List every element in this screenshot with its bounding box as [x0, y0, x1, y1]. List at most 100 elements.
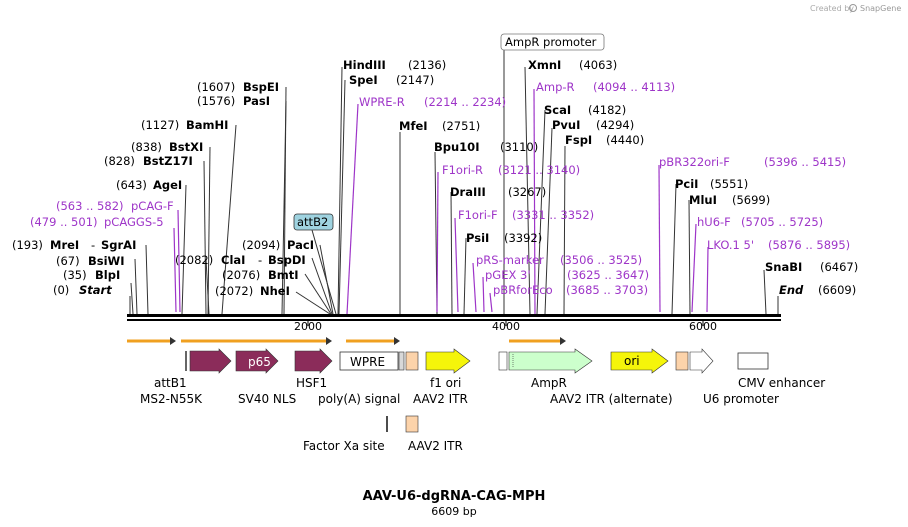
site-pos: (2082): [175, 253, 213, 267]
hsf1-arrow: [294, 348, 333, 374]
primer-pgex-3: pGEX 3': [485, 268, 531, 282]
p65-label: p65: [248, 355, 271, 369]
ampr-label: AmpR: [531, 376, 567, 390]
primer-range: (3625 .. 3647): [567, 268, 649, 282]
site-pos: (2094): [242, 238, 280, 252]
enzyme-spei: SpeI: [349, 73, 378, 87]
primer-f1ori-r: F1ori-R: [442, 163, 483, 177]
ruler-tick-4000: 4000: [492, 320, 520, 333]
enzyme-psii: PsiI: [466, 231, 489, 245]
ruler-tick-2000: 2000: [294, 320, 322, 333]
ampr-promoter-label: AmpR promoter: [505, 35, 597, 49]
site-pos: (6609): [818, 283, 856, 297]
site-pos: (35): [63, 268, 87, 282]
aav2-itr-alt-box: [675, 351, 689, 371]
ampr-promoter-box: [500, 33, 605, 51]
attb2-label: attB2: [297, 215, 328, 229]
left-enzyme-labels: (1607) BspEI (1576) PasI (1127) BamHI (8…: [12, 80, 314, 298]
enzyme-pcii: PciI: [675, 177, 698, 191]
left-primer-labels: (563 .. 582) pCAG-F (479 .. 501) pCAGGS-…: [30, 199, 174, 229]
right-enzyme-labels: HindIII (2136) SpeI (2147) MfeI (2751) B…: [343, 58, 858, 297]
enzyme-bstxi: BstXI: [169, 140, 203, 154]
site-pos: (4294): [596, 118, 634, 132]
site-pos: (4063): [579, 58, 617, 72]
primer-amp-r: Amp-R: [536, 80, 575, 94]
end-label: End: [779, 283, 804, 297]
ampr-promoter-box-feature: [498, 351, 508, 371]
site-pos: (5551): [710, 177, 748, 191]
primer-wpre-r: WPRE-R: [359, 95, 405, 109]
site-pos: (0): [53, 283, 69, 297]
primer-range: (3506 .. 3525): [560, 253, 642, 267]
primer-range: (563 .. 582): [56, 199, 124, 213]
site-pos: (3110): [500, 140, 538, 154]
sequence-backbone: [127, 314, 781, 326]
primer-range: (5876 .. 5895): [768, 238, 850, 252]
site-pos: (1576): [197, 94, 235, 108]
site-pos: (1127): [141, 118, 179, 132]
separator: -: [91, 238, 95, 252]
enzyme-bspei: BspEI: [243, 80, 279, 94]
enzyme-bmti: BmtI: [268, 268, 299, 282]
site-pos: (838): [131, 140, 162, 154]
primer-hu6-f: hU6-F: [697, 215, 731, 229]
ms2-n55k-label: MS2-N55K: [140, 392, 203, 406]
f1-ori-label: f1 ori: [430, 376, 461, 390]
primer-range: (479 .. 501): [30, 215, 98, 229]
aav2-itr-label: AAV2 ITR: [413, 392, 468, 406]
ruler-tick-6000: 6000: [689, 320, 717, 333]
created-by-text: Created by: [810, 4, 854, 13]
site-pos: (193): [12, 238, 43, 252]
ori-arrow: [610, 348, 669, 374]
primer-pbrforeco: pBRforEco: [493, 283, 553, 297]
attb2-box: [293, 213, 334, 231]
enzyme-pasi: PasI: [243, 94, 270, 108]
enzyme-fspi: FspI: [565, 133, 592, 147]
separator: -: [258, 253, 262, 267]
enzyme-hindiii: HindIII: [343, 58, 386, 72]
ms2-n55k-arrow: [189, 348, 232, 374]
site-pos: (4440): [606, 133, 644, 147]
plasmid-length: 6609 bp: [431, 505, 476, 518]
cmv-enhancer-box: [737, 352, 769, 370]
wpre-label: WPRE: [350, 355, 385, 369]
site-connector-lines: [129, 50, 779, 315]
polya-signal-label: poly(A) signal: [318, 392, 400, 406]
site-pos: (2136): [408, 58, 446, 72]
site-pos: (3267): [508, 185, 546, 199]
primer-prs-marker: pRS-marker: [476, 253, 544, 267]
site-pos: (2147): [396, 73, 434, 87]
hsf1-label: HSF1: [296, 376, 327, 390]
enzyme-nhei: NheI: [260, 284, 290, 298]
primer-f1ori-f: F1ori-F: [458, 208, 498, 222]
enzyme-blpi: BlpI: [95, 268, 120, 282]
enzyme-agei: AgeI: [153, 178, 182, 192]
enzyme-mfei: MfeI: [399, 119, 428, 133]
site-pos: (6467): [820, 260, 858, 274]
enzyme-paci: PacI: [287, 238, 314, 252]
site-pos: (2072): [215, 284, 253, 298]
primer-range: (2214 .. 2234): [424, 95, 506, 109]
right-primer-labels: WPRE-R (2214 .. 2234) Amp-R (4094 .. 411…: [359, 80, 850, 297]
enzyme-pvui: PvuI: [552, 118, 580, 132]
feature-labels: attB1 MS2-N55K SV40 NLS HSF1 poly(A) sig…: [140, 376, 825, 453]
primer-pbr322ori-f: pBR322ori-F: [659, 155, 730, 169]
enzyme-bstz17i: BstZ17I: [143, 154, 193, 168]
u6-promoter-label: U6 promoter: [703, 392, 779, 406]
site-pos: (828): [104, 154, 135, 168]
primer-range: (5396 .. 5415): [764, 155, 846, 169]
site-pos: (2751): [442, 119, 480, 133]
enzyme-bspdi: BspDI: [268, 253, 306, 267]
primer-range: (3121 .. 3140): [498, 163, 580, 177]
site-pos: (643): [116, 178, 147, 192]
site-pos: (3392): [504, 231, 542, 245]
enzyme-xmni: XmnI: [528, 58, 561, 72]
site-pos: (1607): [197, 80, 235, 94]
aav2-itr-box-2: [405, 415, 419, 433]
primer-range: (4094 .. 4113): [593, 80, 675, 94]
enzyme-bpu10i: Bpu10I: [434, 140, 479, 154]
site-pos: (4182): [588, 103, 626, 117]
polya-box: [398, 351, 405, 371]
cmv-enhancer-label: CMV enhancer: [738, 376, 825, 390]
enzyme-scai: ScaI: [544, 103, 571, 117]
